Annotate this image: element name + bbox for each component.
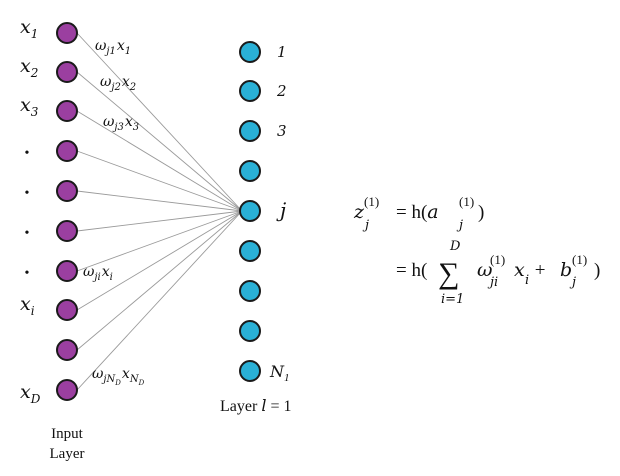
hidden-node-label: 1 [277, 43, 287, 61]
input-node-label: x3 [20, 94, 39, 119]
eq2-sum-lower: i=1 [441, 292, 464, 307]
input-layer-label-line2: Layer [50, 446, 85, 462]
hidden-layer-label-prefix: Layer [220, 398, 261, 415]
input-node-label: xD [20, 381, 41, 406]
hidden-node [239, 160, 261, 182]
eq2-b-sub: j [569, 275, 576, 290]
eq1-rhs-pre-text: = h( [396, 202, 427, 223]
connection-line [76, 71, 243, 212]
connection-line [76, 150, 243, 212]
weight-label: ωj3x3 [103, 114, 139, 133]
hidden-layer-nodes [239, 41, 261, 382]
eq2-w-sub: ji [487, 275, 498, 290]
input-layer-node-labels: x1 x2 x3 • • • • xi xD [20, 16, 41, 406]
eq1-lhs: z [353, 201, 365, 223]
input-node [56, 22, 78, 44]
eq2-close: ) [594, 260, 600, 281]
input-ellipsis-dot: • [25, 146, 30, 161]
hidden-layer-label-suffix: = 1 [266, 398, 291, 415]
connection-line [76, 110, 243, 212]
input-node [56, 299, 78, 321]
hidden-node [239, 80, 261, 102]
input-node [56, 140, 78, 162]
eq2-w-sup: (1) [490, 252, 505, 267]
connection-line [76, 32, 243, 212]
eq1-rhs-a-sub: j [456, 218, 463, 233]
connection-line [76, 190, 243, 212]
input-node [56, 61, 78, 83]
connection-lines [76, 32, 243, 391]
hidden-node [239, 320, 261, 342]
eq2-plus: + [530, 260, 550, 281]
input-node [56, 100, 78, 122]
eq2-b-sup: (1) [572, 252, 587, 267]
weight-label: ωjixi [83, 264, 113, 283]
input-node-label: x2 [20, 55, 38, 80]
connection-line [76, 210, 243, 351]
equation-line-2: = h( D ∑ i=1 ω ji (1) x i + b j (1) ) [396, 239, 600, 307]
eq2-sum-symbol: ∑ [438, 257, 459, 290]
hidden-node [239, 240, 261, 262]
hidden-layer-label: Layer l = 1 [220, 396, 291, 415]
hidden-node-label: 3 [277, 122, 287, 140]
connection-line [76, 210, 243, 232]
eq1-rhs-close: ) [478, 202, 484, 223]
eq2-x: x [514, 259, 525, 281]
input-node [56, 379, 78, 401]
input-node [56, 339, 78, 361]
connection-line [76, 210, 243, 272]
eq2-w: ω [477, 259, 493, 281]
input-node [56, 220, 78, 242]
eq2-pre: = h( [396, 260, 427, 281]
hidden-layer-node-labels: 1 2 3 jN1 [269, 43, 290, 384]
weight-label: ωj2x2 [100, 74, 136, 93]
connection-line [76, 210, 243, 391]
hidden-layer-label-var: l [261, 396, 266, 415]
equation-line-1: z j (1) = h(a j (1) ) [353, 194, 484, 233]
eq1-lhs-sup: (1) [364, 194, 379, 209]
input-ellipsis-dot: • [25, 266, 30, 281]
input-node-label: x1 [20, 16, 38, 41]
input-ellipsis-dot: • [25, 186, 30, 201]
hidden-node [239, 41, 261, 63]
hidden-node [239, 360, 261, 382]
input-ellipsis-dot: • [25, 226, 30, 241]
eq2-b: b [560, 259, 572, 281]
eq2-sum-upper: D [449, 239, 461, 254]
weight-label: ωjNDxND [92, 366, 145, 387]
eq2-x-sub: i [525, 273, 529, 288]
eq1-lhs-sub: j [362, 218, 369, 233]
eq1-rhs-pre: = h(a [396, 201, 439, 223]
input-layer-nodes [56, 22, 78, 401]
hidden-node-label: 2 [276, 82, 287, 100]
eq1-rhs-a-sup: (1) [459, 194, 474, 209]
input-node-label: xi [20, 293, 35, 318]
hidden-node [239, 280, 261, 302]
hidden-node [239, 200, 261, 222]
input-node [56, 180, 78, 202]
connection-line [76, 210, 243, 311]
hidden-node [239, 120, 261, 142]
hidden-node-label-last: N1 [269, 362, 290, 384]
weight-label: ωj1x1 [95, 38, 131, 57]
eq1-rhs-a: a [427, 201, 438, 223]
weight-labels: ωj1x1 ωj2x2 ωj3x3 ωjixi ωjNDxND [83, 38, 145, 387]
input-node [56, 260, 78, 282]
hidden-node-label-target: j [276, 198, 286, 222]
input-layer-label-line1: Input [51, 426, 83, 442]
